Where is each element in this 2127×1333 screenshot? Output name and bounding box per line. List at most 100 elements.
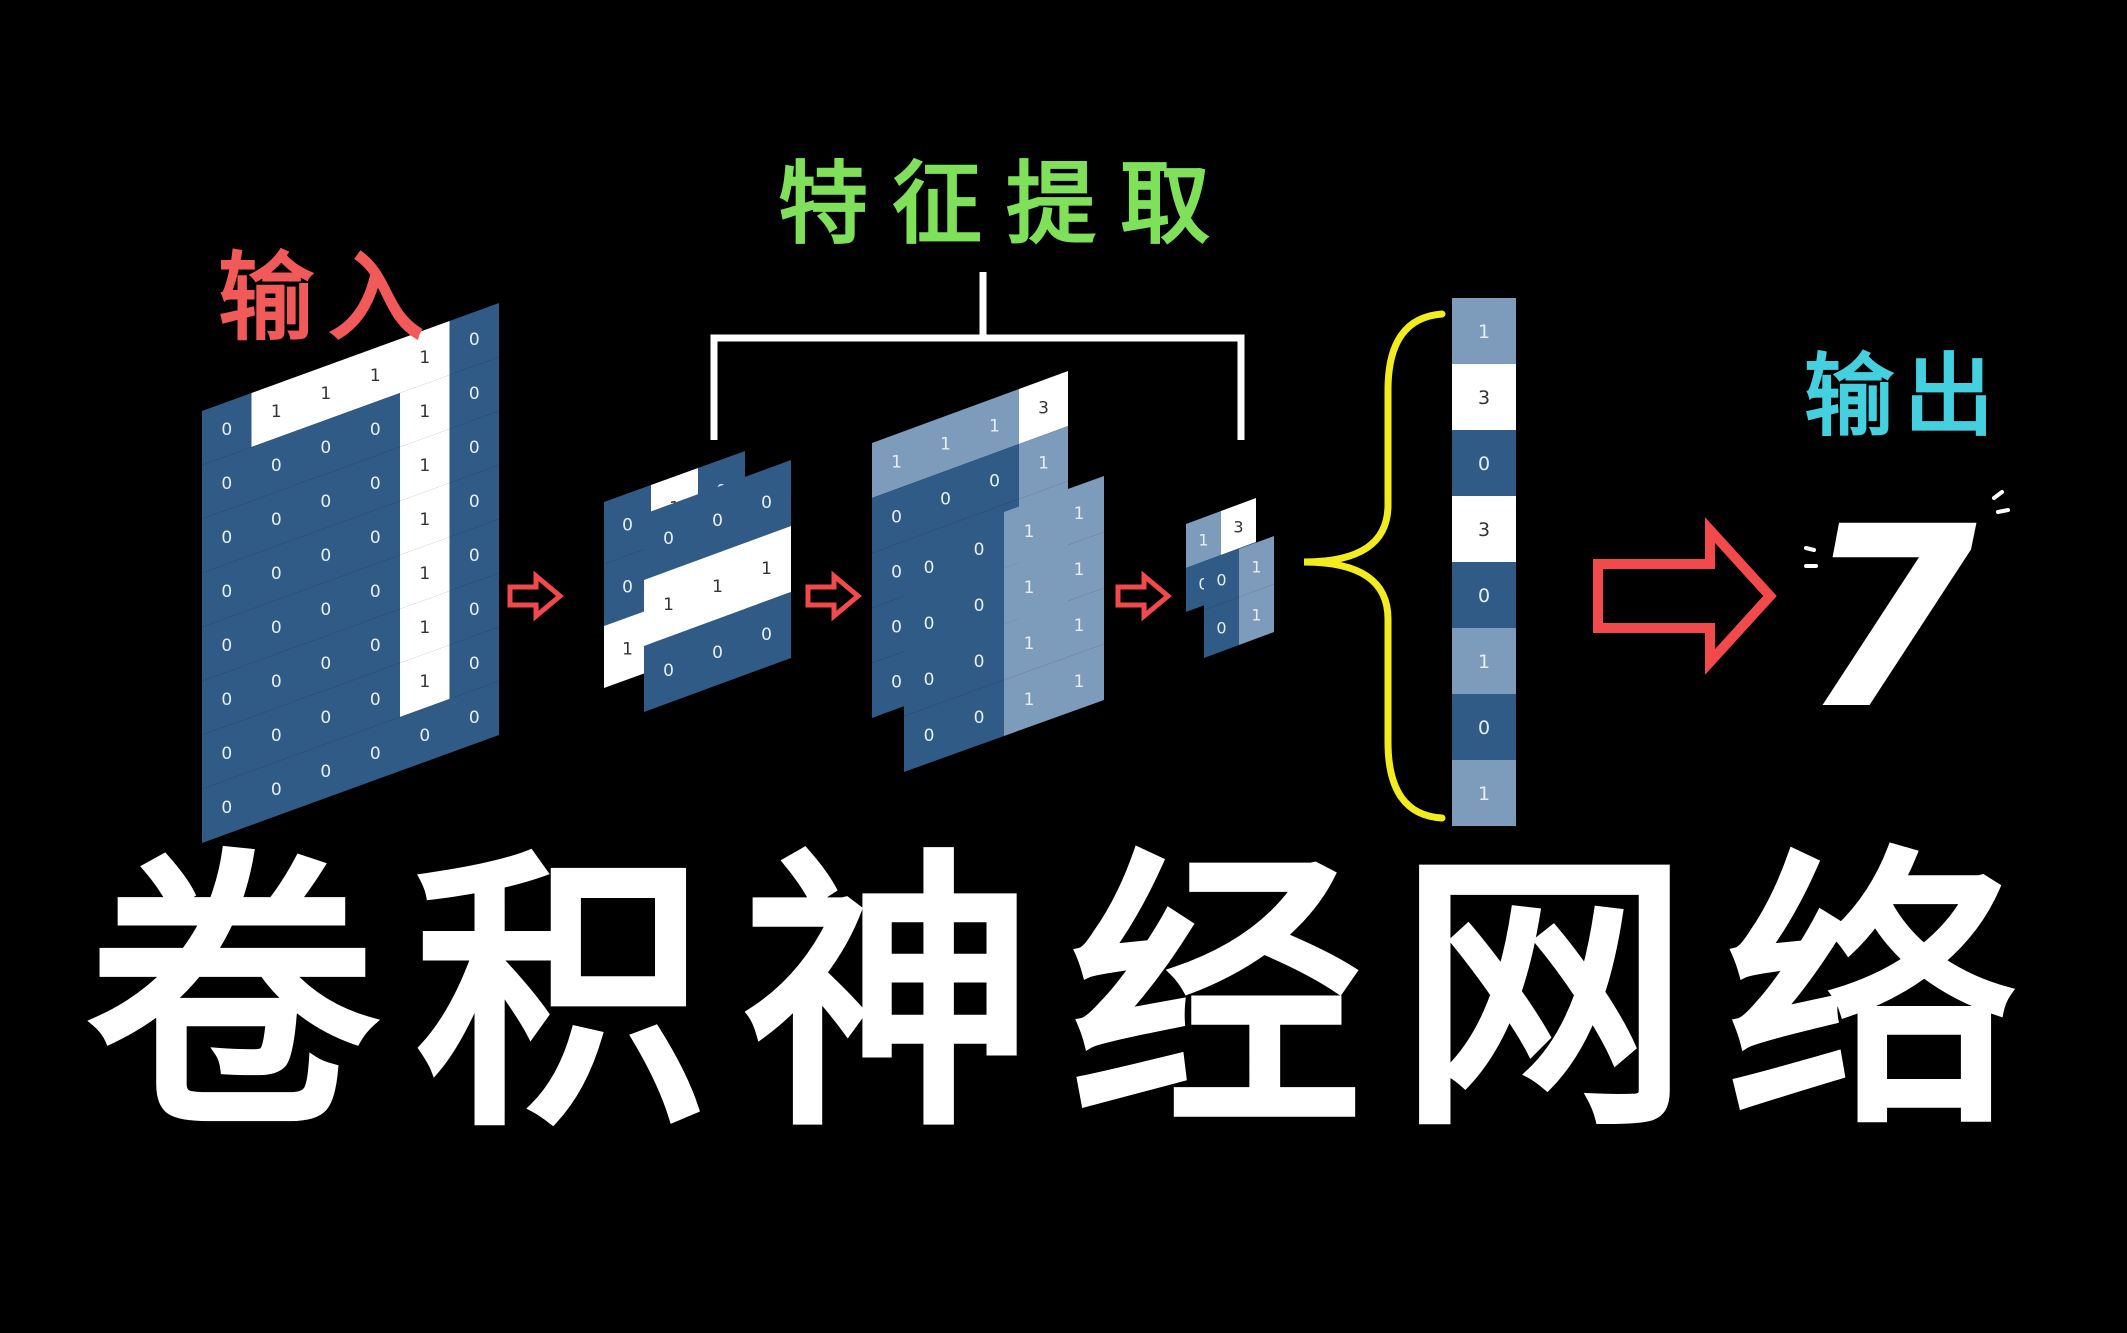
input-matrix-value: 0 — [370, 528, 381, 548]
input-matrix-cell — [400, 591, 450, 663]
conv2-front-matrix-value: 0 — [974, 652, 985, 672]
conv2-front-matrix-cell — [954, 568, 1004, 642]
input-matrix-value: 0 — [271, 618, 282, 638]
conv1-front-matrix-cell — [693, 544, 742, 628]
flatten-vector-cell — [1452, 562, 1516, 628]
input-matrix-cell — [400, 375, 450, 447]
input-matrix-cell — [350, 339, 400, 411]
input-matrix-cell — [202, 501, 252, 573]
input-matrix: 0111100000100000100000100000100000100000… — [202, 303, 499, 843]
flatten-vector-cell — [1452, 496, 1516, 562]
conv1-front-matrix-cell — [742, 526, 791, 610]
input-matrix-cell — [449, 303, 499, 375]
input-matrix-cell — [301, 735, 351, 807]
conv2-back-matrix-value: 0 — [989, 472, 1000, 492]
pool-front-matrix-cell — [1239, 536, 1274, 597]
conv2-front-matrix-cell — [1004, 606, 1054, 680]
conv1-back-matrix-cell — [604, 485, 651, 564]
conv2-front-matrix-value: 1 — [1074, 504, 1085, 524]
input-matrix-cell — [202, 663, 252, 735]
input-matrix-value: 0 — [469, 438, 480, 458]
input-matrix-value: 0 — [320, 600, 331, 620]
pool-back-matrix-cell — [1221, 498, 1256, 555]
input-matrix-cell — [350, 447, 400, 519]
conv2-front-matrix-value: 0 — [924, 558, 935, 578]
conv2-back-matrix-value: 1 — [989, 417, 1000, 437]
conv1-back-matrix-value: 0 — [622, 578, 633, 598]
input-matrix-value: 0 — [221, 474, 232, 494]
conv2-back-matrix-value: 0 — [891, 563, 902, 583]
conv2-back-matrix-cell — [970, 444, 1019, 517]
input-matrix-cell — [449, 573, 499, 645]
input-matrix-cell — [301, 681, 351, 753]
input-matrix-value: 0 — [271, 564, 282, 584]
input-matrix-cell — [202, 609, 252, 681]
flatten-vector-cell — [1452, 430, 1516, 496]
flatten-vector-value: 0 — [1478, 585, 1490, 607]
conv1-front-matrix-cell — [644, 496, 693, 580]
arrow-input-to-conv1 — [507, 570, 564, 622]
pool-front-matrix-cell — [1204, 549, 1239, 610]
conv2-front-matrix-value: 0 — [974, 540, 985, 560]
conv2-front-matrix-cell — [904, 530, 954, 604]
flatten-vector-value: 3 — [1478, 387, 1490, 409]
conv2-back-matrix-value: 0 — [940, 490, 951, 510]
flatten-vector-value: 0 — [1478, 453, 1490, 475]
yellow-brace — [1303, 310, 1446, 822]
input-matrix-cell — [202, 717, 252, 789]
conv2-back-matrix-value: 1 — [940, 435, 951, 455]
input-matrix-value: 0 — [370, 582, 381, 602]
conv2-front-matrix-value: 1 — [1024, 578, 1035, 598]
input-matrix-value: 0 — [370, 690, 381, 710]
conv2-back-matrix-cell — [1019, 371, 1068, 444]
input-matrix-value: 0 — [320, 654, 331, 674]
input-matrix-cell — [251, 537, 301, 609]
flatten-vector-cell — [1452, 694, 1516, 760]
conv2-back-matrix-cell — [921, 462, 970, 535]
pool-front-matrix-value: 1 — [1251, 605, 1261, 624]
feature-extraction-label: 特征提取 — [778, 152, 1234, 257]
input-matrix-value: 0 — [370, 744, 381, 764]
input-matrix-value: 0 — [320, 492, 331, 512]
conv1-back-matrix-value: 1 — [622, 640, 633, 660]
pool-back-matrix-cell — [1186, 511, 1221, 568]
flatten-vector-value: 3 — [1478, 519, 1490, 541]
conv2-back-matrix-value: 1 — [1038, 454, 1049, 474]
flatten-vector-value: 1 — [1478, 651, 1490, 673]
pool-back-matrix-value: 0 — [1198, 574, 1208, 593]
input-matrix-value: 0 — [221, 528, 232, 548]
pool-front-matrix-value: 0 — [1216, 570, 1226, 589]
input-matrix-value: 0 — [221, 420, 232, 440]
conv2-front-matrix-cell — [1054, 588, 1104, 662]
conv2-front-matrix-value: 1 — [1024, 690, 1035, 710]
conv2-back-matrix-cell — [872, 480, 921, 553]
conv2-front-matrix-cell — [904, 698, 954, 772]
conv2-back-matrix-value: 1 — [891, 453, 902, 473]
conv1-front-matrix-cell — [644, 562, 693, 646]
input-matrix-value: 0 — [469, 330, 480, 350]
input-matrix-cell — [251, 375, 301, 447]
input-matrix-cell — [350, 393, 400, 465]
conv2-front-matrix-value: 1 — [1024, 634, 1035, 654]
input-matrix-value: 0 — [320, 708, 331, 728]
conv1-back-matrix-value: 0 — [622, 516, 633, 536]
input-matrix-value: 0 — [419, 726, 430, 746]
input-matrix-cell — [400, 645, 450, 717]
input-matrix-value: 0 — [370, 636, 381, 656]
input-matrix-cell — [202, 393, 252, 465]
conv2-front-matrix-value: 1 — [1074, 616, 1085, 636]
conv1-back-matrix-cell — [604, 547, 651, 626]
input-matrix-cell — [251, 645, 301, 717]
input-matrix-value: 0 — [469, 600, 480, 620]
input-matrix-value: 0 — [221, 798, 232, 818]
output-label: 输出 — [1804, 344, 2004, 449]
conv2-back-matrix-cell — [872, 425, 921, 498]
input-matrix-cell — [251, 591, 301, 663]
arrow-conv2-to-pool — [1115, 570, 1172, 622]
conv2-front-matrix-cell — [904, 642, 954, 716]
input-matrix-value: 0 — [469, 384, 480, 404]
output-arrow — [1593, 517, 1777, 675]
input-matrix-value: 0 — [469, 708, 480, 728]
